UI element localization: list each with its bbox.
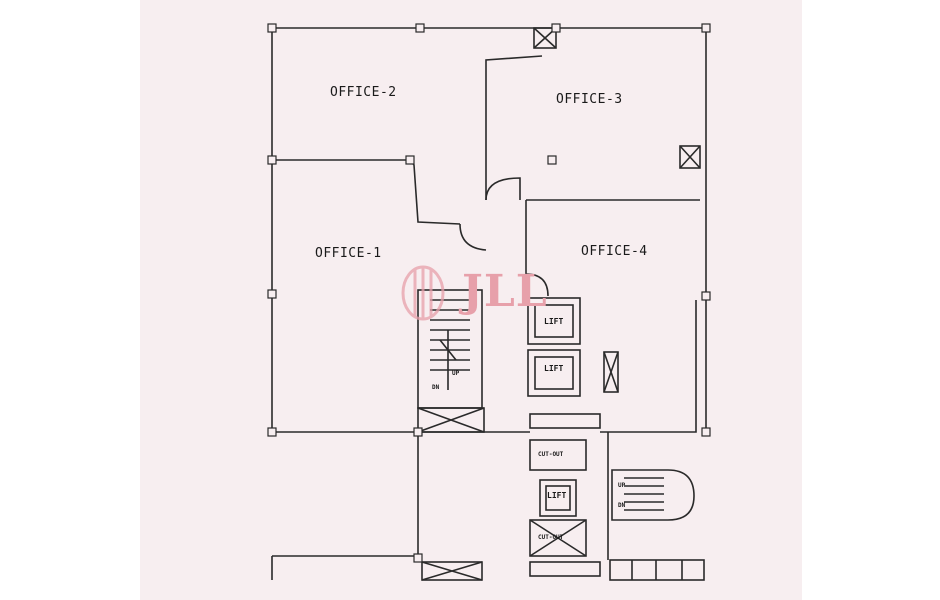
room-label-office-2: OFFICE-2	[330, 85, 397, 100]
room-label-office-1: OFFICE-1	[315, 246, 382, 261]
column	[415, 23, 425, 33]
column	[405, 155, 415, 165]
stair-down-label: DN	[432, 384, 440, 391]
service-top	[529, 413, 601, 429]
column	[701, 23, 711, 33]
duct-right	[679, 145, 701, 169]
toilet-block	[609, 559, 705, 581]
stair-down-label: DN	[618, 502, 626, 509]
stair-left-steps	[430, 299, 470, 371]
bottom-strip	[271, 555, 420, 580]
stair-right-block	[611, 469, 695, 521]
office3-left-wall	[485, 55, 543, 200]
service-bottom	[529, 561, 601, 577]
column	[267, 155, 277, 165]
stair-up-label: UP	[452, 370, 460, 377]
office1-top-wall	[272, 159, 461, 225]
room-label-office-4: OFFICE-4	[581, 244, 648, 259]
stair-up-label: UP	[618, 482, 626, 489]
cutout-label: CUT-OUT	[538, 451, 564, 458]
door-arc-1	[485, 177, 521, 201]
bottom-shaft	[421, 561, 483, 581]
lift-label: LIFT	[547, 491, 567, 500]
shaft-left	[417, 407, 485, 433]
lift-label: LIFT	[544, 317, 564, 326]
lift-shaft-1	[527, 297, 581, 345]
jll-logo-icon	[401, 265, 445, 321]
office4-inner-wall	[612, 300, 697, 433]
shaft-right	[603, 351, 619, 393]
column	[547, 155, 557, 165]
column	[701, 291, 711, 301]
column	[413, 427, 423, 437]
column	[701, 427, 711, 437]
lift-label: LIFT	[544, 364, 564, 373]
column	[267, 23, 277, 33]
door-arc-2	[459, 223, 487, 251]
lift-shaft-2	[527, 349, 581, 397]
lift-shaft-3	[539, 479, 577, 517]
column	[551, 23, 561, 33]
paper-background	[140, 0, 802, 600]
duct-top	[533, 27, 557, 49]
stair-left-arrow	[439, 330, 457, 390]
cutout-1	[529, 439, 587, 471]
cutout-label: CUT-OUT	[538, 534, 564, 541]
watermark-text: JLL	[462, 266, 548, 317]
column	[267, 427, 277, 437]
cutout-2	[529, 519, 587, 557]
door-arc-3	[525, 273, 549, 297]
room-label-office-3: OFFICE-3	[556, 92, 623, 107]
column	[267, 289, 277, 299]
column	[413, 553, 423, 563]
